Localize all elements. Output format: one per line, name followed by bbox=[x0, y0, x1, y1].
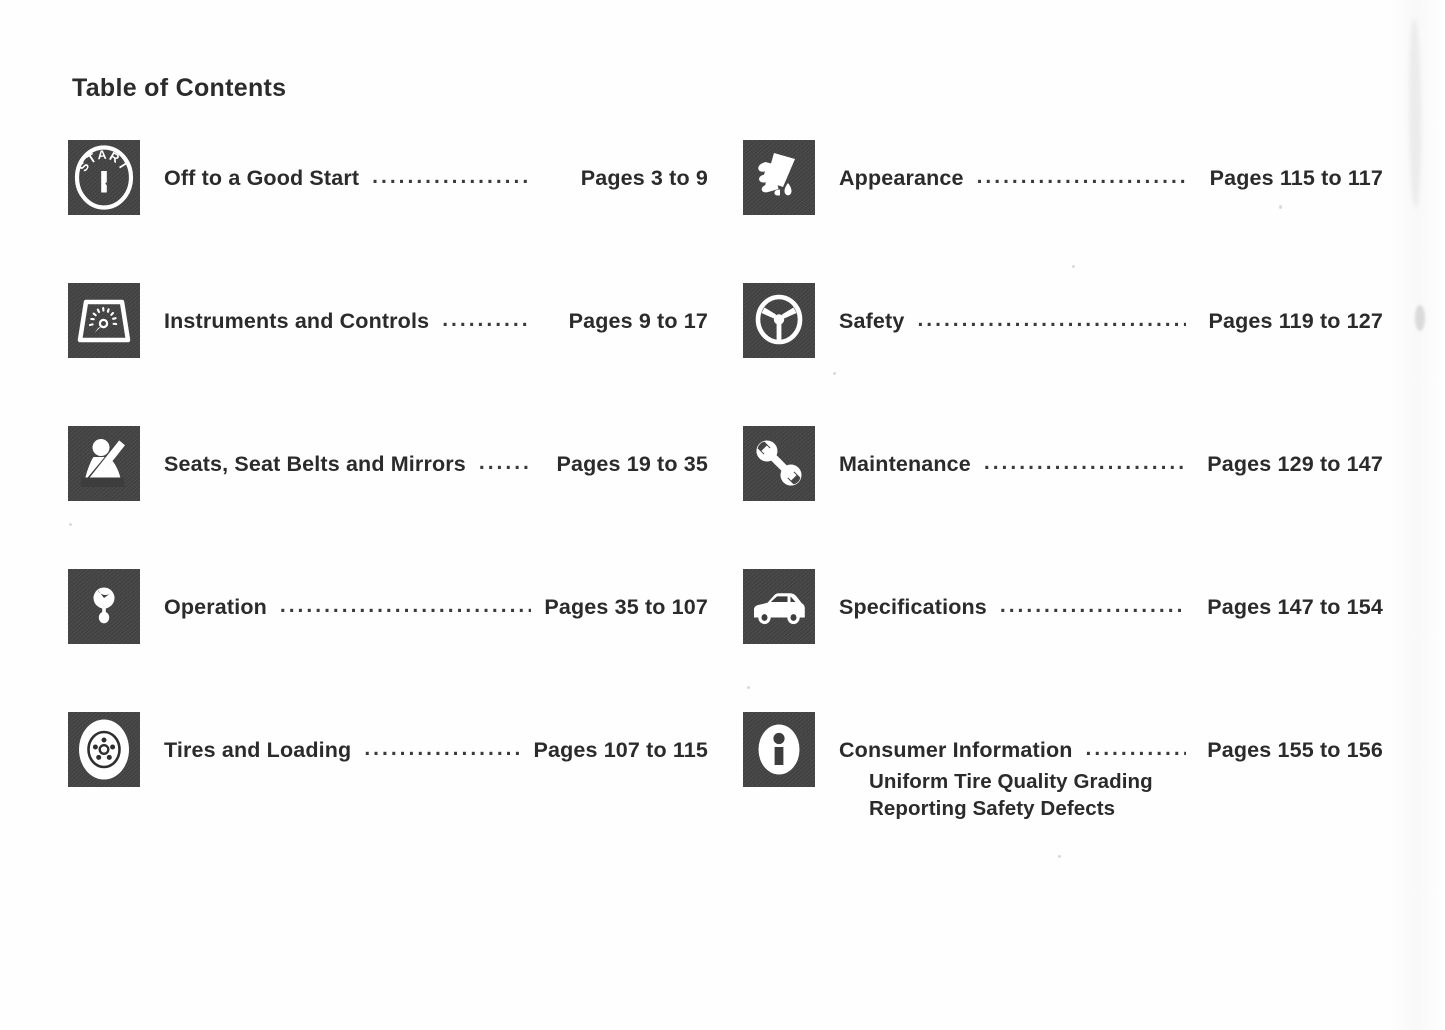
entry-page-range: Pages 155 to 156 bbox=[1207, 738, 1383, 762]
entry-label: Maintenance bbox=[839, 452, 971, 476]
entry-page-range: Pages 107 to 115 bbox=[533, 738, 708, 762]
entry-page-range: Pages 115 to 117 bbox=[1209, 166, 1383, 190]
entry-page-range: Pages 129 to 147 bbox=[1207, 452, 1383, 476]
subline: Reporting Safety Defects bbox=[869, 797, 1116, 821]
dot-leader: ........................... bbox=[999, 595, 1186, 616]
gear-shift-knob-icon bbox=[68, 569, 140, 644]
toc-entry-appearance[interactable]: Appearance .............................… bbox=[743, 140, 1383, 283]
dot-leader: ........................................… bbox=[917, 309, 1186, 330]
entry-label: Appearance bbox=[839, 166, 964, 190]
entry-label: Consumer Information bbox=[839, 738, 1073, 762]
entry-label: Seats, Seat Belts and Mirrors bbox=[164, 452, 466, 476]
dot-leader: ...................................... bbox=[279, 595, 531, 616]
dot-leader: .............................. bbox=[983, 452, 1186, 473]
toc-entry-consumer-information[interactable]: Consumer Information ............. Pages… bbox=[743, 712, 1383, 855]
toc-entry-seats-seat-belts-and-mirrors[interactable]: Seats, Seat Belts and Mirrors ...... Pag… bbox=[68, 426, 708, 569]
entry-body: Off to a Good Start ....................… bbox=[164, 166, 708, 191]
entry-body: Tires and Loading ......................… bbox=[164, 738, 708, 763]
entry-label: Specifications bbox=[839, 595, 987, 619]
subline: Uniform Tire Quality Grading bbox=[869, 770, 1153, 793]
dot-leader: ................. bbox=[442, 309, 531, 330]
entry-sublines: Uniform Tire Quality Grading Reporting S… bbox=[869, 768, 1153, 823]
toc-column-right: Appearance .............................… bbox=[743, 140, 1383, 855]
scan-speck bbox=[1058, 855, 1061, 858]
entry-label: Operation bbox=[164, 595, 267, 619]
scan-edge-artifact bbox=[1387, 0, 1445, 1030]
dot-leader: ...................... bbox=[364, 738, 524, 759]
car-silhouette-icon bbox=[743, 569, 815, 644]
toc-column-left: START Off to a Good Start ..............… bbox=[68, 140, 708, 855]
entry-page-range: Pages 147 to 154 bbox=[1207, 595, 1383, 619]
entry-label: Instruments and Controls bbox=[164, 309, 430, 333]
instrument-cluster-icon bbox=[68, 283, 140, 358]
entry-body: Safety .................................… bbox=[839, 309, 1383, 334]
toc-entry-maintenance[interactable]: Maintenance ............................… bbox=[743, 426, 1383, 569]
entry-page-range: Pages 35 to 107 bbox=[544, 595, 708, 619]
entry-body: Seats, Seat Belts and Mirrors ...... Pag… bbox=[164, 452, 708, 477]
toc-entry-tires-and-loading[interactable]: Tires and Loading ......................… bbox=[68, 712, 708, 855]
toc-entry-specifications[interactable]: Specifications .........................… bbox=[743, 569, 1383, 712]
tire-wheel-icon bbox=[68, 712, 140, 787]
entry-page-range: Pages 3 to 9 bbox=[580, 166, 708, 190]
svg-text:START: START bbox=[76, 148, 132, 174]
toc-entry-operation[interactable]: Operation ..............................… bbox=[68, 569, 708, 712]
toc-entry-instruments-and-controls[interactable]: Instruments and Controls ...............… bbox=[68, 283, 708, 426]
entry-page-range: Pages 19 to 35 bbox=[556, 452, 708, 476]
entry-body: Appearance .............................… bbox=[839, 166, 1383, 191]
page-title: Table of Contents bbox=[72, 74, 287, 102]
information-icon bbox=[743, 712, 815, 787]
dot-leader: ............. bbox=[1085, 738, 1186, 759]
entry-body: Maintenance ............................… bbox=[839, 452, 1383, 477]
entry-label: Off to a Good Start bbox=[164, 166, 360, 190]
entry-body: Operation ..............................… bbox=[164, 595, 708, 620]
entry-body: Specifications .........................… bbox=[839, 595, 1383, 620]
dot-leader: ................................ bbox=[976, 166, 1186, 187]
entry-label: Tires and Loading bbox=[164, 738, 352, 762]
entry-page-range: Pages 119 to 127 bbox=[1208, 309, 1383, 333]
entry-body: Instruments and Controls ...............… bbox=[164, 309, 708, 334]
start-ignition-icon: START bbox=[68, 140, 140, 215]
steering-wheel-icon bbox=[743, 283, 815, 358]
entry-label: Safety bbox=[839, 309, 905, 333]
wrench-icon bbox=[743, 426, 815, 501]
dot-leader: ................................ bbox=[372, 166, 531, 187]
toc-entry-off-to-a-good-start[interactable]: START Off to a Good Start ..............… bbox=[68, 140, 708, 283]
seat-belt-icon bbox=[68, 426, 140, 501]
dot-leader: ...... bbox=[478, 452, 531, 473]
entry-body: Consumer Information ............. Pages… bbox=[839, 738, 1383, 763]
hand-polishing-cloth-icon bbox=[743, 140, 815, 215]
toc-entry-safety[interactable]: Safety .................................… bbox=[743, 283, 1383, 426]
entry-page-range: Pages 9 to 17 bbox=[568, 309, 708, 333]
